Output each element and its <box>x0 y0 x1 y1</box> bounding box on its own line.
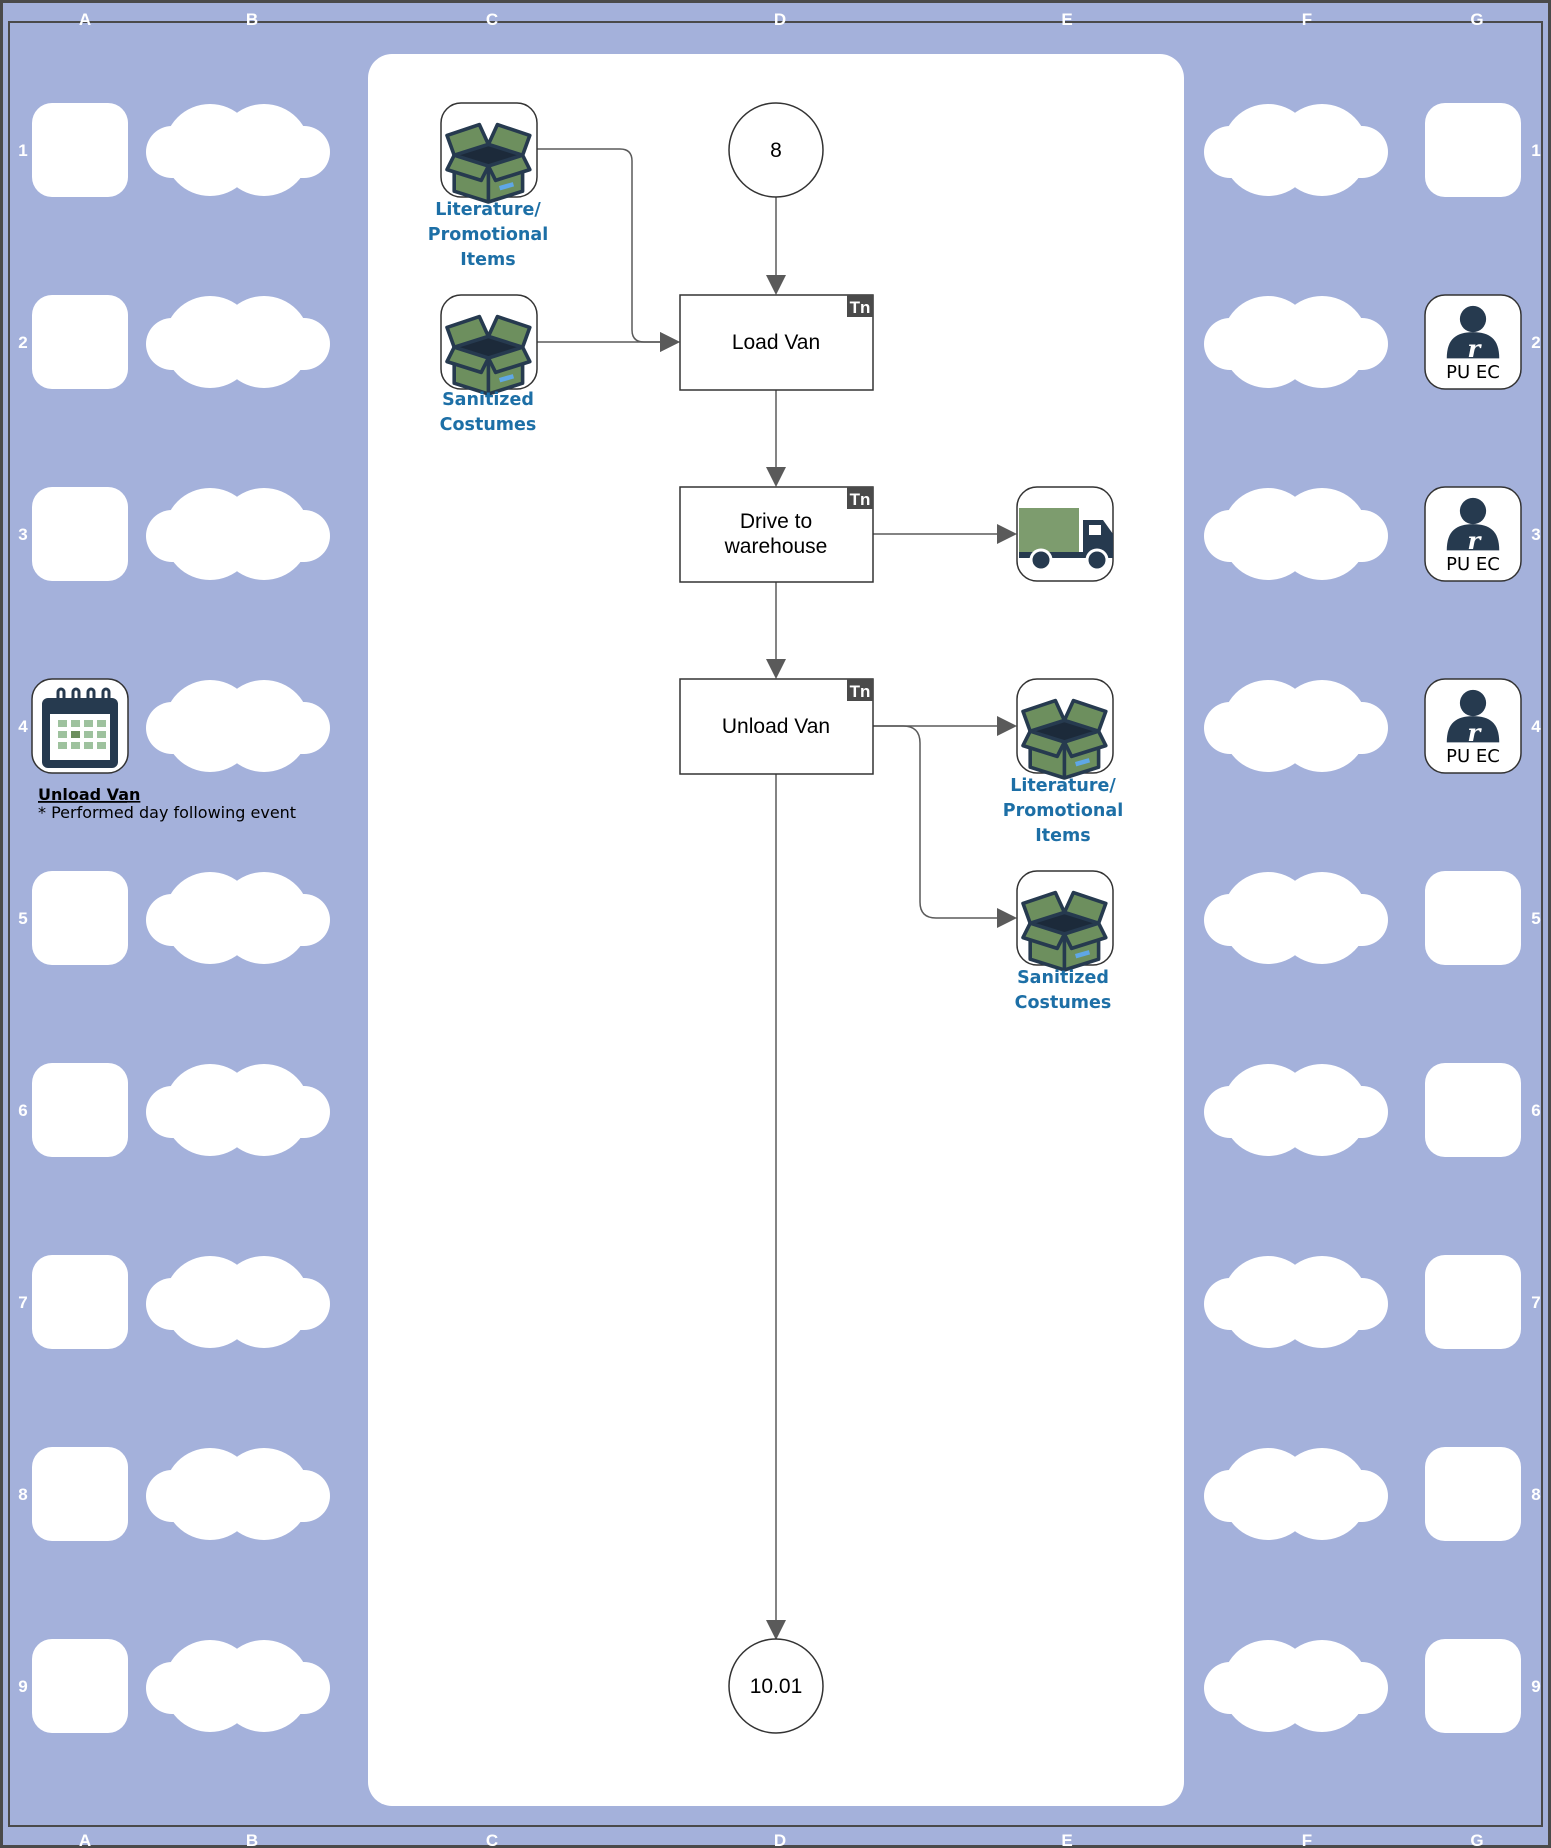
calendar-cell[interactable] <box>31 678 129 774</box>
row-label-7: 7 <box>18 1293 27 1312</box>
column-labels-top: A B C D E F G <box>79 10 1484 29</box>
role-row4[interactable]: PU EC <box>1424 678 1522 774</box>
task-label-line-1: Drive to <box>740 510 812 533</box>
flow-lines <box>537 148 1017 1640</box>
cell-a9 <box>32 1639 128 1733</box>
column-label-f: F <box>1302 1831 1312 1848</box>
task-load-van[interactable]: Tn Load Van <box>679 294 874 391</box>
row-label-7: 7 <box>1531 1293 1540 1312</box>
task-badge: Tn <box>850 490 871 509</box>
row-label-3: 3 <box>1531 525 1540 544</box>
column-label-a: A <box>79 1831 91 1848</box>
column-labels-bottom: A B C D E F G <box>79 1831 1484 1848</box>
output-label-line-1: Sanitized <box>1017 968 1109 988</box>
row-label-1: 1 <box>1531 141 1540 160</box>
start-connector[interactable]: 8 <box>728 102 824 198</box>
row-label-2: 2 <box>1531 333 1540 352</box>
column-a-cells <box>32 103 128 1733</box>
cell-g5 <box>1425 871 1521 965</box>
end-connector-label: 10.01 <box>750 1675 803 1698</box>
task-label: Load Van <box>732 331 820 354</box>
input-label-line-2: Promotional <box>428 225 548 245</box>
row-label-1: 1 <box>18 141 27 160</box>
start-connector-label: 8 <box>770 139 782 162</box>
task-label: Unload Van <box>722 715 830 738</box>
cell-a1 <box>32 103 128 197</box>
output-label-line-2: Costumes <box>1015 993 1112 1013</box>
cell-a2 <box>32 295 128 389</box>
row-label-4: 4 <box>1531 717 1541 736</box>
column-b-clouds <box>146 104 330 1732</box>
role-label: PU EC <box>1446 362 1500 383</box>
column-label-d: D <box>774 1831 786 1848</box>
input-label-line-1: Sanitized <box>442 390 534 410</box>
column-label-e: E <box>1061 10 1072 29</box>
cell-g7 <box>1425 1255 1521 1349</box>
input-costumes[interactable]: Sanitized Costumes <box>440 294 538 435</box>
output-label-line-3: Items <box>1035 826 1090 846</box>
arrow-unload-to-costumes <box>873 725 1017 928</box>
output-label-line-1: Literature/ <box>1010 776 1116 796</box>
column-label-d: D <box>774 10 786 29</box>
cell-a6 <box>32 1063 128 1157</box>
column-label-a: A <box>79 10 91 29</box>
calendar-note: Unload Van * Performed day following eve… <box>38 785 296 822</box>
cell-a7 <box>32 1255 128 1349</box>
cell-g6 <box>1425 1063 1521 1157</box>
row-label-2: 2 <box>18 333 27 352</box>
output-costumes[interactable]: Sanitized Costumes <box>1015 870 1114 1013</box>
note-title: Unload Van <box>38 785 140 804</box>
row-label-8: 8 <box>18 1485 27 1504</box>
cell-a5 <box>32 871 128 965</box>
output-literature[interactable]: Literature/ Promotional Items <box>1003 678 1123 846</box>
task-badge: Tn <box>850 298 871 317</box>
row-label-8: 8 <box>1531 1485 1540 1504</box>
row-label-5: 5 <box>1531 909 1540 928</box>
row-labels-left: 1 2 3 4 5 6 7 8 9 <box>18 141 28 1696</box>
column-label-b: B <box>246 10 258 29</box>
column-label-g: G <box>1470 1831 1483 1848</box>
cell-g8 <box>1425 1447 1521 1541</box>
role-label: PU EC <box>1446 746 1500 767</box>
cell-g9 <box>1425 1639 1521 1733</box>
role-row3[interactable]: PU EC <box>1424 486 1522 582</box>
row-label-3: 3 <box>18 525 27 544</box>
role-label: PU EC <box>1446 554 1500 575</box>
task-unload-van[interactable]: Tn Unload Van <box>679 678 874 775</box>
column-label-e: E <box>1061 1831 1072 1848</box>
column-f-clouds <box>1204 104 1388 1732</box>
column-label-g: G <box>1470 10 1483 29</box>
column-label-c: C <box>486 1831 498 1848</box>
task-badge: Tn <box>850 682 871 701</box>
row-labels-right: 1 2 3 4 5 6 7 8 9 <box>1531 141 1541 1696</box>
input-label-line-1: Literature/ <box>435 200 541 220</box>
cell-g1 <box>1425 103 1521 197</box>
row-label-6: 6 <box>1531 1101 1540 1120</box>
row-label-5: 5 <box>18 909 27 928</box>
input-literature[interactable]: Literature/ Promotional Items <box>428 102 548 270</box>
truck-node[interactable] <box>1016 486 1115 582</box>
row-label-4: 4 <box>18 717 28 736</box>
cell-a3 <box>32 487 128 581</box>
role-row2[interactable]: PU EC <box>1424 294 1522 390</box>
row-label-9: 9 <box>1531 1677 1540 1696</box>
output-label-line-2: Promotional <box>1003 801 1123 821</box>
task-label-line-2: warehouse <box>724 535 828 558</box>
input-label-line-2: Costumes <box>440 415 537 435</box>
column-label-f: F <box>1302 10 1312 29</box>
note-text: * Performed day following event <box>38 803 296 822</box>
column-label-b: B <box>246 1831 258 1848</box>
calendar-icon <box>40 687 120 770</box>
column-label-c: C <box>486 10 498 29</box>
row-label-6: 6 <box>18 1101 27 1120</box>
input-label-line-3: Items <box>460 250 515 270</box>
task-drive-to-warehouse[interactable]: Tn Drive to warehouse <box>679 486 874 583</box>
end-connector[interactable]: 10.01 <box>728 1638 824 1734</box>
cell-a8 <box>32 1447 128 1541</box>
column-g-cells <box>1425 103 1521 1733</box>
row-label-9: 9 <box>18 1677 27 1696</box>
